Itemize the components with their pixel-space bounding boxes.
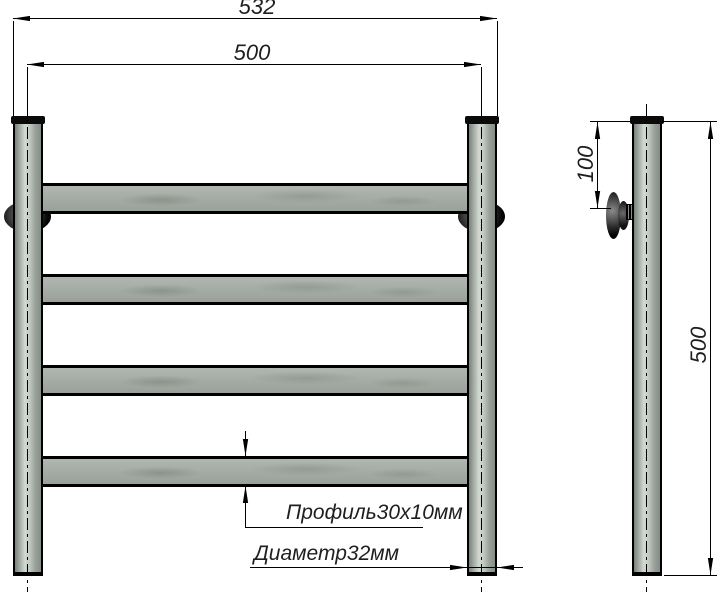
dim-500-ext-right <box>481 67 482 114</box>
side-bracket-stem-icon <box>626 204 635 220</box>
diameter-arrow-right <box>497 564 514 571</box>
dim-500h-value: 500 <box>686 326 711 364</box>
dim-532-value: 532 <box>238 0 276 19</box>
dim-500-ext-left <box>27 67 28 114</box>
dim-500h-ext-bottom <box>664 575 717 576</box>
dim-500-line <box>27 64 481 65</box>
profile-dim-arrow-down <box>242 439 249 456</box>
profile-dim-line-lower <box>245 486 246 528</box>
rung-3 <box>42 365 467 396</box>
dim-532-line <box>13 18 497 19</box>
post-left <box>13 120 43 576</box>
dim-100-value: 100 <box>573 145 598 183</box>
side-ext-top-left <box>590 121 632 122</box>
dim-532-ext-right <box>497 21 498 116</box>
profile-leader-line <box>245 527 423 528</box>
rung-1 <box>42 183 467 214</box>
rung-4 <box>42 456 467 487</box>
dim-532-ext-left <box>13 21 14 116</box>
post-left-cap <box>11 116 45 124</box>
diameter-arrow-left <box>450 564 467 571</box>
rung-2 <box>42 274 467 305</box>
side-bracket-flange-icon <box>606 192 621 239</box>
side-ext-top-right <box>662 121 717 122</box>
post-right-cap <box>465 116 499 124</box>
centerline-post-left <box>27 104 28 592</box>
dim-500h-arrow-up <box>707 122 714 139</box>
side-tube <box>632 120 662 576</box>
dim-500-arrow-right <box>464 61 481 68</box>
diameter-label: Диаметр32мм <box>254 542 400 565</box>
centerline-side-tube <box>646 104 647 592</box>
dim-500h-line <box>710 122 711 575</box>
centerline-post-right <box>481 104 482 592</box>
dim-100-line <box>597 122 598 208</box>
dim-500h-arrow-down <box>707 558 714 575</box>
dim-532-arrow-right <box>480 15 497 22</box>
diameter-leader-line <box>250 567 523 568</box>
dim-500-arrow-left <box>27 61 44 68</box>
post-right <box>467 120 497 576</box>
side-tube-cap <box>630 116 664 124</box>
profile-label: Профиль30х10мм <box>286 501 463 524</box>
profile-dim-arrow-up <box>242 486 249 503</box>
dim-500-value: 500 <box>233 40 271 65</box>
dim-100-arrow-down <box>594 191 601 208</box>
dim-532-arrow-left <box>13 15 30 22</box>
dim-100-arrow-up <box>594 122 601 139</box>
side-bracket-hub-icon <box>618 201 629 230</box>
dim-100-ext-bracket <box>590 208 611 209</box>
